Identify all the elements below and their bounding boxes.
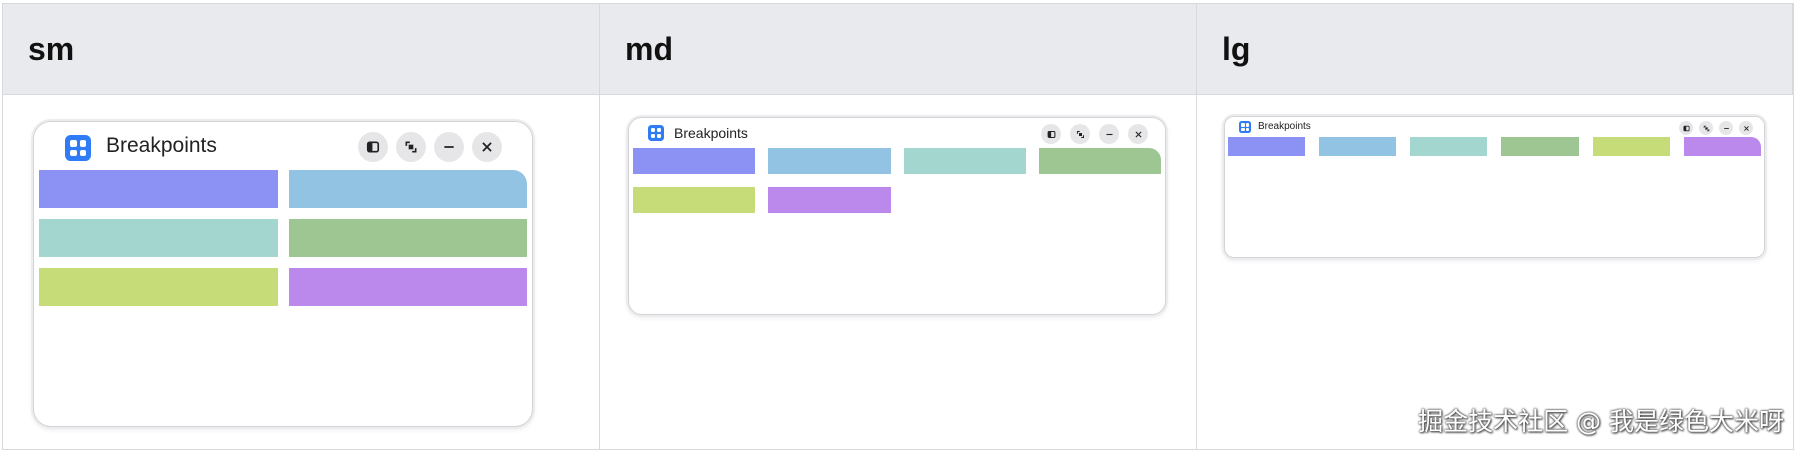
split-screen-button[interactable]: [358, 132, 388, 162]
window-title: Breakpoints: [106, 134, 217, 157]
split-screen-button[interactable]: [1041, 124, 1061, 144]
minimize-button[interactable]: [1719, 121, 1733, 135]
cell-lg: Breakpoints: [1197, 95, 1793, 449]
close-icon: [480, 140, 494, 154]
close-button[interactable]: [472, 132, 502, 162]
header-lg: lg: [1197, 4, 1793, 95]
window-lg: Breakpoints: [1224, 116, 1765, 258]
window-title: Breakpoints: [1258, 121, 1311, 132]
restore-button[interactable]: [396, 132, 426, 162]
color-tile-6: [768, 187, 891, 213]
watermark: 掘金技术社区 @ 我是绿色大米呀: [1418, 407, 1784, 436]
header-md: md: [600, 4, 1197, 95]
window-controls: [1041, 124, 1148, 144]
restore-icon: [1703, 125, 1710, 132]
restore-icon: [404, 140, 418, 154]
cell-sm: Breakpoints: [3, 95, 600, 449]
color-tile-2: [288, 170, 527, 208]
color-tile-3: [39, 219, 278, 257]
title-bar[interactable]: Breakpoints: [629, 118, 1165, 148]
tile-grid: [1228, 137, 1761, 156]
color-tile-1: [1228, 137, 1306, 156]
minimize-icon: [1723, 125, 1730, 132]
split-screen-icon: [1682, 125, 1690, 132]
window-title: Breakpoints: [674, 125, 748, 141]
cell-md: Breakpoints: [600, 95, 1197, 449]
tile-grid: [39, 170, 527, 306]
close-icon: [1134, 130, 1143, 139]
color-tile-2: [1319, 137, 1397, 156]
header-sm: sm: [3, 4, 600, 95]
split-screen-button[interactable]: [1679, 121, 1693, 135]
minimize-button[interactable]: [1099, 124, 1119, 144]
color-tile-5: [1592, 137, 1670, 156]
color-tile-6: [288, 268, 527, 306]
breakpoints-table: sm md lg Breakpoints Breakpoints Br: [2, 3, 1794, 450]
restore-button[interactable]: [1699, 121, 1713, 135]
tile-grid: [633, 148, 1161, 213]
color-tile-2: [768, 148, 891, 174]
title-bar[interactable]: Breakpoints: [34, 122, 532, 170]
close-button[interactable]: [1739, 121, 1753, 135]
split-screen-icon: [1047, 130, 1056, 139]
window-md: Breakpoints: [628, 117, 1166, 315]
color-tile-4: [1501, 137, 1579, 156]
color-tile-5: [39, 268, 278, 306]
restore-icon: [1076, 130, 1085, 139]
title-bar[interactable]: Breakpoints: [1225, 117, 1764, 137]
color-tile-4: [1038, 148, 1161, 174]
close-button[interactable]: [1128, 124, 1148, 144]
close-icon: [1743, 125, 1750, 132]
window-controls: [358, 132, 502, 162]
color-tile-6: [1683, 137, 1761, 156]
color-tile-1: [39, 170, 278, 208]
color-tile-3: [903, 148, 1026, 174]
grid-app-icon: [65, 135, 91, 161]
color-tile-3: [1410, 137, 1488, 156]
color-tile-5: [633, 187, 756, 213]
color-tile-4: [288, 219, 527, 257]
color-tile-1: [633, 148, 756, 174]
minimize-icon: [1105, 130, 1114, 139]
grid-app-icon: [648, 125, 664, 141]
split-screen-icon: [366, 140, 380, 154]
window-controls: [1679, 121, 1753, 135]
window-sm: Breakpoints: [33, 121, 533, 427]
minimize-icon: [442, 140, 456, 154]
minimize-button[interactable]: [434, 132, 464, 162]
restore-button[interactable]: [1070, 124, 1090, 144]
grid-app-icon: [1239, 121, 1251, 133]
